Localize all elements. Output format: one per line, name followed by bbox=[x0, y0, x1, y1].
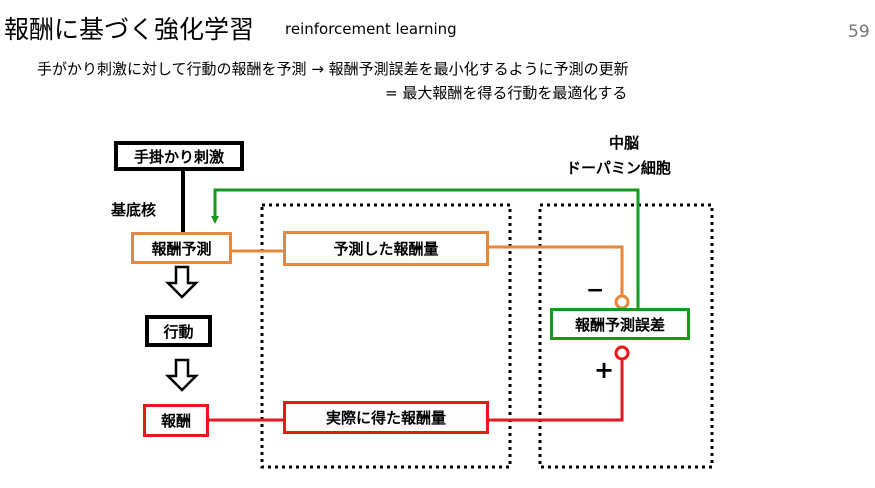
reward-box: 報酬 bbox=[143, 404, 209, 437]
down-arrow-icon bbox=[164, 358, 200, 392]
page-title: 報酬に基づく強化学習 bbox=[4, 15, 255, 44]
feedback-connector bbox=[211, 188, 640, 308]
cue-stimulus-box: 手掛かり刺激 bbox=[114, 141, 244, 171]
plus-terminal bbox=[614, 345, 630, 361]
down-arrow-icon bbox=[164, 265, 200, 299]
actual-reward-box: 実際に得た報酬量 bbox=[283, 401, 489, 434]
summary-line-2: = 最大報酬を得る行動を最適化する bbox=[385, 84, 628, 102]
reward-prediction-box: 報酬予測 bbox=[131, 232, 232, 264]
plus-sign: + bbox=[594, 356, 615, 384]
dotted-region-right bbox=[538, 203, 714, 469]
dopamine-cells-label: ドーパミン細胞 bbox=[566, 159, 671, 177]
predicted-reward-box: 予測した報酬量 bbox=[283, 231, 489, 266]
minus-terminal bbox=[614, 294, 630, 310]
reward-connector bbox=[208, 359, 624, 422]
prediction-connector bbox=[231, 245, 624, 298]
basal-ganglia-label: 基底核 bbox=[111, 201, 157, 219]
midbrain-label: 中脳 bbox=[609, 134, 640, 152]
page-title-english: reinforcement learning bbox=[285, 20, 457, 38]
page-number: 59 bbox=[848, 22, 870, 42]
minus-sign: − bbox=[586, 278, 605, 303]
dotted-region-left bbox=[260, 203, 512, 469]
summary-line-1: 手がかり刺激に対して行動の報酬を予測 → 報酬予測誤差を最小化するように予測の更… bbox=[37, 60, 629, 78]
prediction-error-box: 報酬予測誤差 bbox=[550, 308, 690, 340]
action-box: 行動 bbox=[145, 315, 212, 347]
